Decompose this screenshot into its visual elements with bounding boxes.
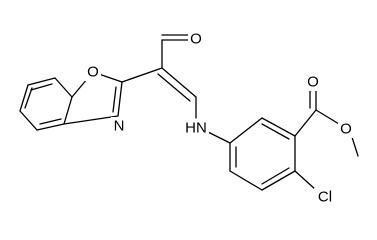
bond — [294, 109, 317, 137]
atom-nh: HN — [183, 119, 209, 137]
atom-label: HN — [185, 120, 207, 137]
bond — [36, 123, 65, 131]
atom-labels: O O N HN O O Cl — [85, 30, 354, 206]
atom-label: O — [307, 74, 319, 91]
bond — [117, 81, 123, 117]
bond — [315, 109, 340, 125]
bond — [19, 110, 38, 131]
bond — [27, 77, 56, 86]
atom-n-oxazole: N — [111, 117, 127, 135]
atom-o-ester: O — [338, 120, 354, 138]
molecule-structure: O O N HN O O Cl — [19, 30, 359, 206]
bond — [121, 67, 163, 83]
bond — [229, 117, 263, 144]
bond — [30, 83, 53, 91]
bond — [63, 96, 73, 125]
atom-o-oxazole: O — [85, 63, 101, 81]
structure-canvas: O O N HN O O Cl — [19, 30, 359, 206]
bond — [157, 73, 191, 102]
atom-label: O — [340, 121, 352, 138]
bond — [39, 118, 62, 125]
bond — [294, 170, 317, 191]
atom-label: Cl — [318, 189, 332, 206]
bond — [24, 87, 33, 109]
atom-cl: Cl — [314, 188, 336, 206]
bond — [19, 84, 29, 112]
bond — [112, 86, 117, 113]
bond — [261, 123, 290, 140]
atom-o-aldehyde: O — [188, 30, 204, 48]
bond — [261, 170, 296, 191]
atom-o-carbonyl: O — [305, 73, 321, 91]
bond — [63, 115, 119, 125]
bond — [261, 167, 290, 185]
bond — [261, 117, 296, 137]
bond — [54, 77, 73, 98]
atom-label: O — [190, 31, 202, 48]
bonds — [19, 34, 359, 191]
atom-label: O — [87, 64, 99, 81]
bond — [229, 170, 263, 191]
atom-label: N — [114, 118, 125, 135]
bond — [161, 67, 197, 98]
